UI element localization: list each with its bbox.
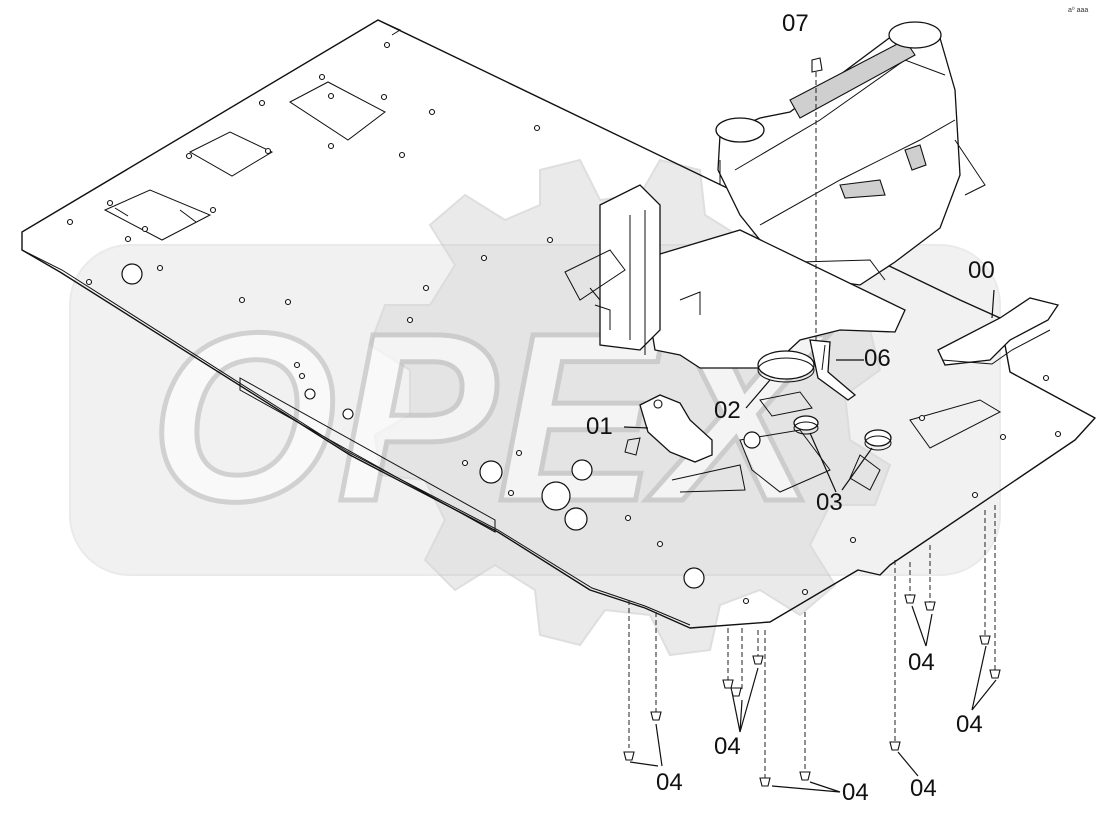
watermark-text: OPEX xyxy=(150,283,830,551)
part-07-bolt xyxy=(811,57,823,340)
label-04-e: 04 xyxy=(842,779,869,806)
part-00-floor-mat xyxy=(937,297,1060,366)
part-01-pedal-cover xyxy=(624,394,713,463)
rear-console xyxy=(715,21,986,286)
label-02: 02 xyxy=(714,397,741,424)
corner-mark: a⁰ aaa xyxy=(1068,6,1088,14)
label-06: 06 xyxy=(864,345,891,372)
label-04-f: 04 xyxy=(910,775,937,802)
mounting-holes xyxy=(66,41,1062,605)
part-03-grommets xyxy=(793,415,892,451)
callout-labels: 07 00 06 02 01 03 04 04 04 04 04 04 xyxy=(586,10,995,806)
label-07: 07 xyxy=(782,10,809,37)
part-06-bracket xyxy=(809,339,857,401)
callout-leaders xyxy=(623,289,997,793)
part-02-pad xyxy=(757,350,815,383)
part-04-bolts xyxy=(623,505,1001,787)
label-04-a: 04 xyxy=(908,649,935,676)
label-03: 03 xyxy=(816,489,843,516)
center-bracket xyxy=(564,184,906,369)
label-04-c: 04 xyxy=(714,733,741,760)
label-04-b: 04 xyxy=(956,711,983,738)
label-00: 00 xyxy=(968,257,995,284)
label-01: 01 xyxy=(586,413,613,440)
label-04-d: 04 xyxy=(656,769,683,796)
